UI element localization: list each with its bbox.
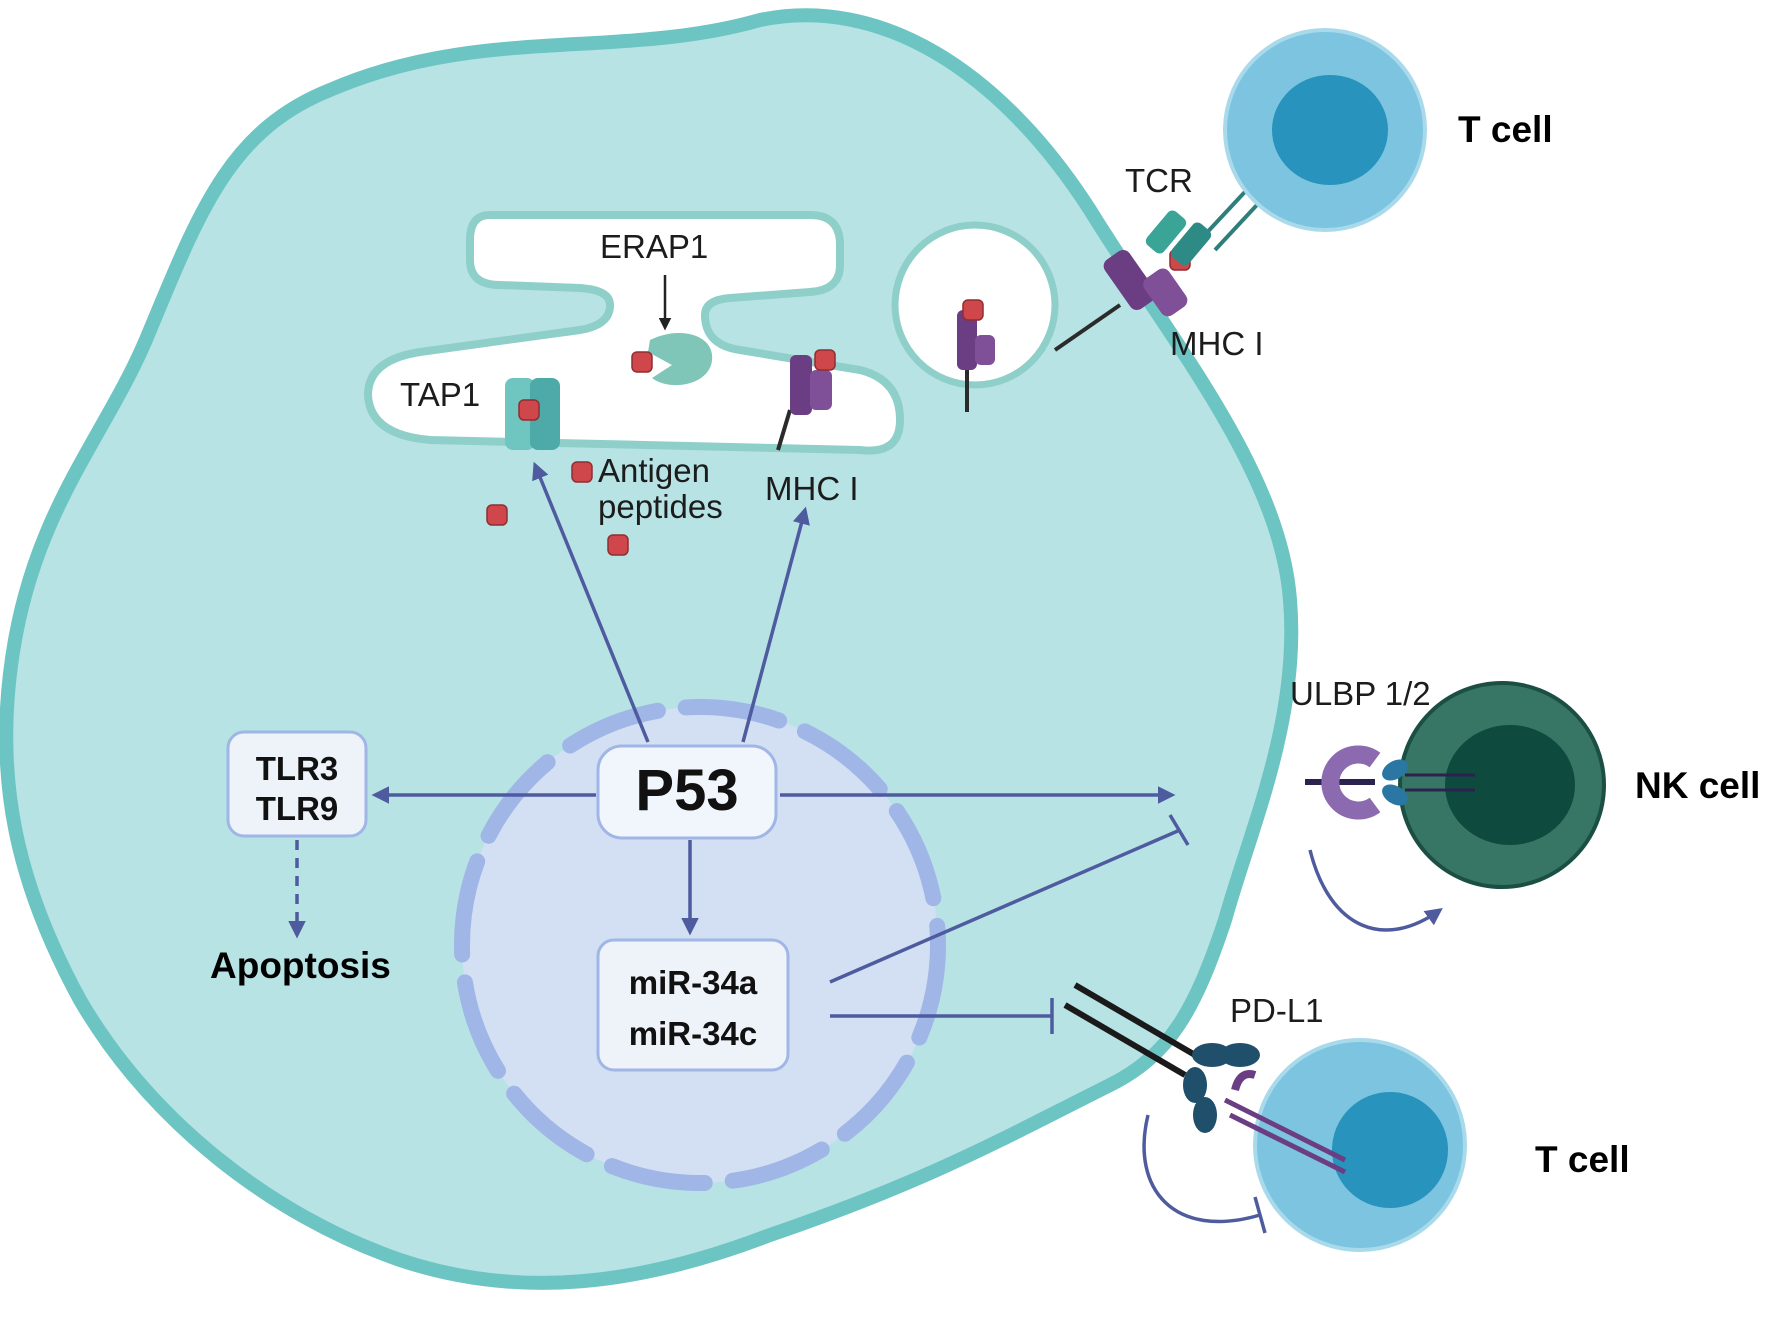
ulbp-ligand [1305, 745, 1475, 820]
p53-box: P53 [596, 744, 778, 840]
antigen-peptides [486, 249, 1191, 556]
mhc-i-surface [1053, 249, 1188, 352]
apoptosis-label: Apoptosis [210, 945, 391, 986]
tlr-box: TLR3 TLR9 [226, 730, 368, 838]
erap1-enzyme [648, 332, 713, 386]
mir-34c-label: miR-34c [629, 1015, 757, 1052]
t-cell-bottom [1253, 1038, 1467, 1252]
t-cell-top-label: T cell [1458, 109, 1553, 150]
mir-box: miR-34a miR-34c [596, 938, 790, 1072]
diagram-labels: ERAP1 TAP1 Antigen peptides MHC I TCR MH… [210, 109, 1760, 1180]
tlr9-label: TLR9 [256, 790, 339, 827]
peptides-label: peptides [598, 488, 723, 525]
endoplasmic-reticulum [363, 211, 905, 455]
pathway-arrows [288, 461, 1443, 1234]
p53-label: P53 [635, 758, 738, 823]
antigen-label: Antigen [598, 452, 710, 489]
tcr-label: TCR [1125, 162, 1193, 199]
mhc-i-er [776, 355, 832, 451]
t-cell-top [1223, 28, 1427, 232]
erap1-label: ERAP1 [600, 228, 708, 265]
pdl1-label: PD-L1 [1230, 992, 1324, 1029]
pd-l1-complex [1063, 982, 1347, 1175]
ulbp-label: ULBP 1/2 [1290, 675, 1431, 712]
tap1-label: TAP1 [400, 376, 480, 413]
t-cell-bottom-label: T cell [1535, 1139, 1630, 1180]
mhc-surface-label: MHC I [1170, 325, 1264, 362]
nk-cell-label: NK cell [1635, 765, 1760, 806]
tlr3-label: TLR3 [256, 750, 339, 787]
nk-cell [1398, 681, 1606, 889]
mir-34a-label: miR-34a [629, 964, 758, 1001]
mhc-er-label: MHC I [765, 470, 859, 507]
